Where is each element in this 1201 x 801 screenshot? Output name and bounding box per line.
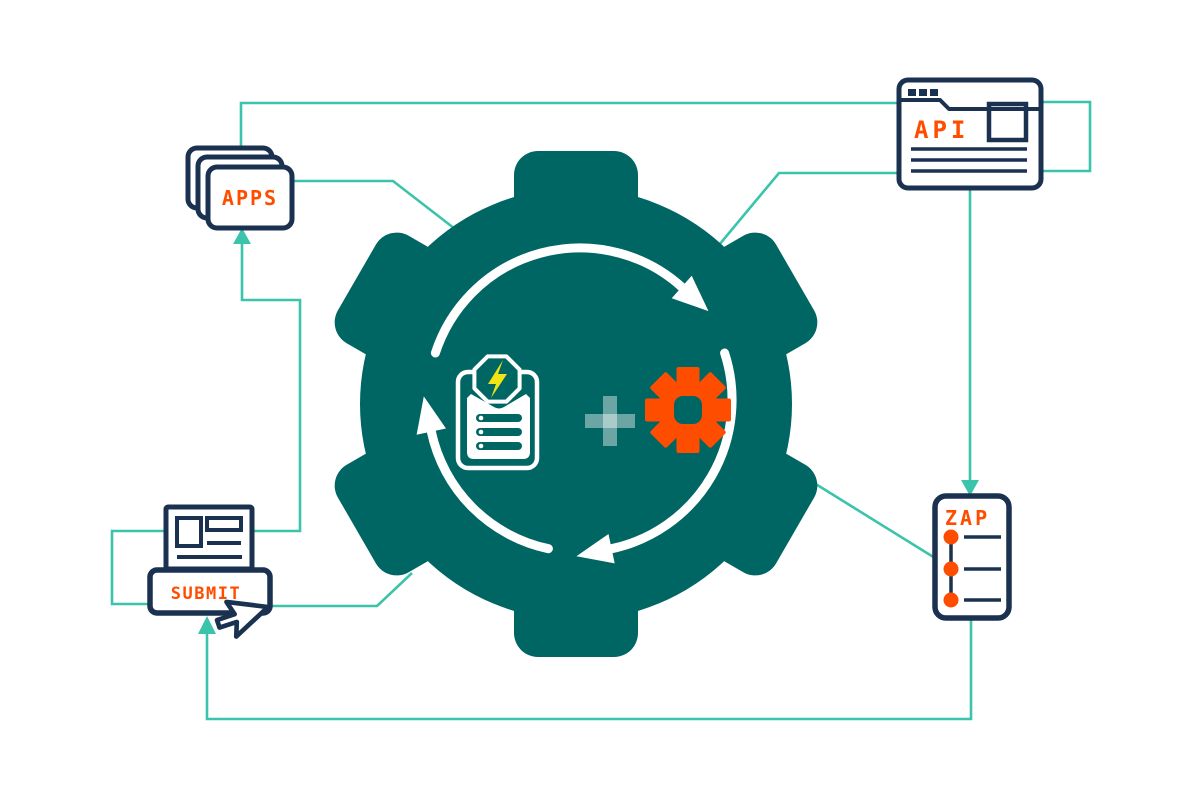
zap-label: ZAP (945, 506, 990, 530)
form-lightning-icon (455, 354, 540, 471)
zap-step-dot (943, 592, 959, 608)
api-thumbnail-box (986, 101, 1029, 143)
form-row-dot (478, 415, 484, 421)
circular-arrows-clockwise-icon (416, 243, 737, 564)
plus-horizontal-bar (585, 414, 635, 428)
zapier-asterisk-icon (645, 367, 731, 453)
zap-list-node: ZAP (932, 493, 1012, 621)
gear-tooth (677, 232, 818, 378)
form-row-dot (478, 429, 484, 435)
arrowhead-into-zap (961, 480, 979, 496)
form-field-small (205, 516, 243, 532)
cursor-pointer-icon (214, 599, 271, 639)
arrowhead-into-submit (198, 616, 216, 634)
form-row (476, 414, 522, 422)
cycle-arrowhead (416, 396, 446, 435)
line-api-to-gear (703, 171, 899, 264)
plus-vertical-bar (603, 396, 617, 446)
submit-label: SUBMIT (171, 584, 241, 604)
cycle-arrowhead (576, 534, 615, 564)
zap-card (932, 493, 1012, 621)
line-api-right-loop (1041, 100, 1092, 173)
cycle-arc (607, 348, 737, 554)
form-row-dot (478, 443, 484, 449)
window-dot (908, 89, 916, 96)
window-dot (930, 89, 938, 96)
gear-icon (334, 151, 818, 657)
line-zap-to-submit (205, 618, 973, 721)
api-label: API (914, 116, 969, 144)
connector-lines (110, 100, 1092, 721)
cycle-arc (426, 427, 553, 554)
apps-label: APPS (222, 186, 278, 210)
app-card-front (205, 164, 295, 231)
form-row (476, 442, 522, 450)
window-dot (919, 89, 927, 96)
arrowhead-into-apps (233, 228, 251, 244)
line-apps-to-gear (292, 179, 482, 251)
line-gear-to-zap (805, 476, 936, 560)
zap-step-dot (943, 561, 959, 577)
form-field-box (175, 516, 203, 548)
apps-stack-node: APPS (185, 145, 295, 231)
api-window-node: API (896, 77, 1044, 191)
zapier-center-hole (674, 396, 702, 424)
connector-arrowheads (198, 228, 979, 634)
form-row (476, 428, 522, 436)
line-submit-to-apps (240, 244, 302, 533)
gear-tooth (514, 151, 638, 261)
line-submit-to-gear (270, 572, 413, 608)
gear-tooth (514, 547, 638, 657)
browser-tab-divider (901, 98, 1039, 111)
zap-step-dot (943, 529, 959, 545)
cycle-arc (430, 243, 687, 358)
lightning-bolt-icon (488, 360, 507, 398)
line-submit-left-loop (110, 529, 166, 606)
line-apps-to-api (239, 101, 899, 148)
cycle-arrowhead (671, 275, 709, 312)
plus-icon (585, 396, 635, 446)
submit-form-node: SUBMIT (147, 504, 273, 639)
